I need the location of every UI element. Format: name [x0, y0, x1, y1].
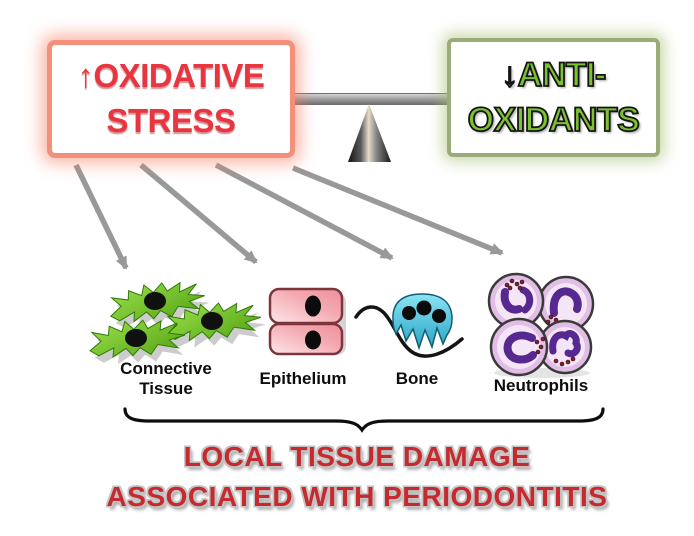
- oxidative-stress-box: ↑OXIDATIVE STRESS: [47, 40, 295, 158]
- antioxidants-line2: OXIDANTS: [467, 100, 641, 140]
- neutrophil-cells-icon: [487, 272, 595, 378]
- caption-line2: ASSOCIATED WITH PERIODONTITIS: [106, 481, 608, 512]
- arrow-to-neutrophils: [291, 165, 504, 256]
- balance-cone-icon: [348, 104, 391, 162]
- antioxidants-box: ↓ANTI- OXIDANTS: [447, 38, 660, 157]
- brace: [123, 407, 605, 433]
- epithelial-cells-icon: [268, 287, 346, 356]
- epithelium-label: Epithelium: [259, 369, 347, 388]
- oxidative-stress-line1: ↑OXIDATIVE: [77, 57, 265, 95]
- balance-beam: [289, 93, 451, 105]
- arrow-to-connective-tissue: [73, 163, 129, 270]
- osteoclast-on-bone-icon: [354, 293, 464, 358]
- antioxidants-line1: ↓ANTI-: [500, 55, 607, 95]
- fibroblast-cells-icon: [86, 274, 268, 369]
- damage-arrows: [73, 162, 504, 270]
- neutrophils-label: Neutrophils: [493, 376, 589, 395]
- arrow-to-bone: [214, 162, 394, 261]
- caption-line1: LOCAL TISSUE DAMAGE: [183, 441, 531, 472]
- oxidative-stress-line2: STRESS: [106, 102, 236, 139]
- connective-tissue-label: Connective Tissue: [120, 359, 212, 399]
- arrow-to-epithelium: [139, 162, 258, 265]
- bone-label: Bone: [395, 369, 439, 388]
